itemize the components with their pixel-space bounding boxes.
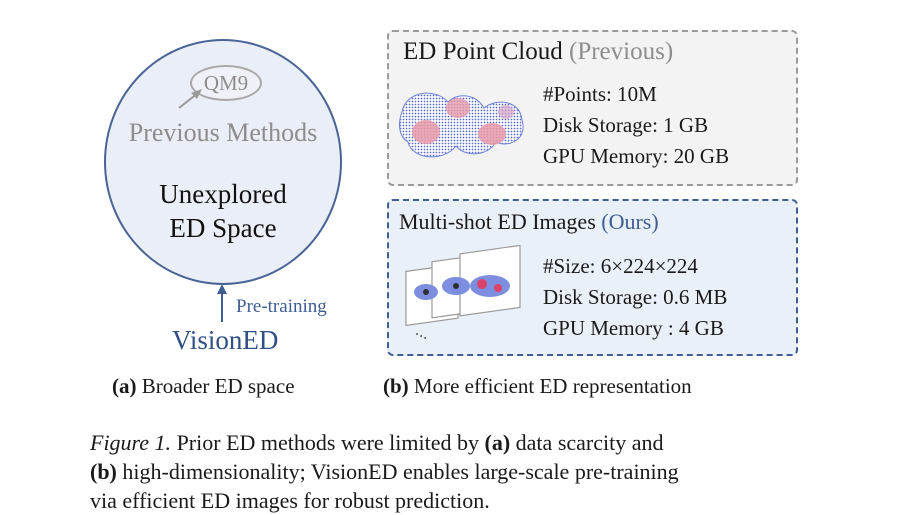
stat-gpu-memory-ours: GPU Memory : 4 GB — [543, 316, 724, 340]
stat-points: #Points: 10M — [543, 82, 657, 106]
caption-part-3: high-dimensionality; VisionED enables la… — [116, 459, 679, 484]
stat-size: #Size: 6×224×224 — [543, 254, 698, 278]
caption-a: (a) Broader ED space — [112, 374, 295, 399]
ed-images-title-suffix: (Ours) — [595, 209, 659, 234]
qm9-label: QM9 — [203, 70, 249, 95]
caption-b-tag: (b) — [383, 374, 409, 398]
svg-text:...: ... — [413, 323, 432, 343]
figure-caption: Figure 1. Prior ED methods were limited … — [90, 428, 890, 515]
ed-images-stats: #Size: 6×224×224 Disk Storage: 0.6 MB GP… — [543, 251, 727, 344]
point-cloud-stats: #Points: 10M Disk Storage: 1 GB GPU Memo… — [543, 79, 729, 172]
point-cloud-molecule-icon — [399, 92, 524, 158]
stat-gpu-memory: GPU Memory: 20 GB — [543, 144, 730, 168]
ed-images-title-main: Multi-shot ED Images — [399, 209, 596, 234]
point-cloud-title-suffix: (Previous) — [562, 38, 674, 65]
caption-line-3: via efficient ED images for robust predi… — [90, 488, 490, 513]
unexplored-line-2: ED Space — [169, 213, 277, 243]
caption-ref-b: (b) — [90, 459, 117, 484]
stat-disk-storage-ours: Disk Storage: 0.6 MB — [543, 285, 728, 309]
unexplored-ed-space-label: Unexplored ED Space — [104, 177, 342, 245]
previous-methods-label: Previous Methods — [128, 118, 318, 147]
pretraining-arrow-icon — [217, 284, 227, 322]
caption-ref-a: (a) — [484, 430, 511, 455]
multi-shot-images-icon: ... — [405, 244, 521, 343]
caption-b-text: More efficient ED representation — [408, 374, 692, 398]
caption-part-1: Prior ED methods were limited by — [171, 430, 485, 455]
ed-images-title: Multi-shot ED Images (Ours) — [399, 209, 659, 235]
qm9-ellipse: QM9 — [190, 65, 262, 101]
caption-a-text: Broader ED space — [136, 374, 295, 398]
caption-a-tag: (a) — [112, 374, 137, 398]
ed-images-box — [387, 199, 798, 356]
caption-b: (b) More efficient ED representation — [383, 374, 692, 399]
arrow-to-qm9-icon — [178, 89, 202, 109]
visioned-label: VisionED — [172, 325, 279, 355]
pretraining-label: Pre-training — [236, 296, 327, 317]
caption-part-2: data scarcity and — [510, 430, 664, 455]
point-cloud-title: ED Point Cloud (Previous) — [403, 38, 673, 66]
unexplored-line-1: Unexplored — [159, 179, 287, 209]
point-cloud-title-main: ED Point Cloud — [403, 38, 563, 65]
figure-label: Figure 1. — [90, 430, 172, 455]
stat-disk-storage: Disk Storage: 1 GB — [543, 113, 709, 137]
